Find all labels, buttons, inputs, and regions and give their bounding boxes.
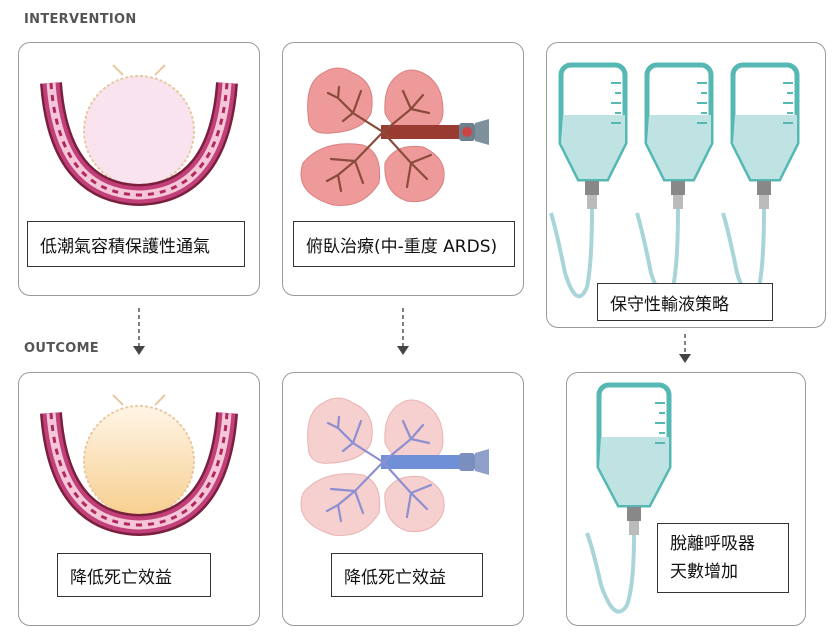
dashed-arrow-down-icon: [679, 334, 691, 363]
alveolus-icon: [40, 64, 238, 207]
caption-fluid: 保守性輸液策略: [597, 283, 773, 321]
caption-ventilator-line1: 脫離呼吸器: [670, 534, 755, 554]
iv-bag-icon: [585, 382, 672, 614]
caption-mortality-2: 降低死亡效益: [331, 553, 483, 597]
caption-tidal-volume: 低潮氣容積保護性通氣: [27, 221, 245, 267]
card-mortality-2: 降低死亡效益: [282, 372, 524, 626]
caption-mortality-1: 降低死亡效益: [57, 553, 211, 597]
caption-ventilator: 脫離呼吸器 天數增加: [657, 523, 789, 593]
lungs-icon: [300, 397, 489, 537]
card-prone: 俯臥治療(中-重度 ARDS): [282, 42, 524, 296]
dashed-arrow-down-icon: [133, 308, 145, 355]
card-tidal-volume: 低潮氣容積保護性通氣: [18, 42, 260, 296]
caption-ventilator-line2: 天數增加: [670, 562, 738, 582]
dashed-arrow-down-icon: [397, 308, 409, 355]
lungs-icon: [300, 67, 489, 207]
card-fluid: 保守性輸液策略: [546, 42, 826, 328]
card-ventilator: 脫離呼吸器 天數增加: [566, 372, 806, 626]
caption-prone: 俯臥治療(中-重度 ARDS): [293, 221, 515, 267]
outcome-label: OUTCOME: [24, 341, 99, 356]
intervention-label: INTERVENTION: [24, 12, 137, 27]
iv-bag-icon: [549, 62, 800, 299]
card-mortality-1: 降低死亡效益: [18, 372, 260, 626]
alveolus-icon: [40, 394, 238, 537]
